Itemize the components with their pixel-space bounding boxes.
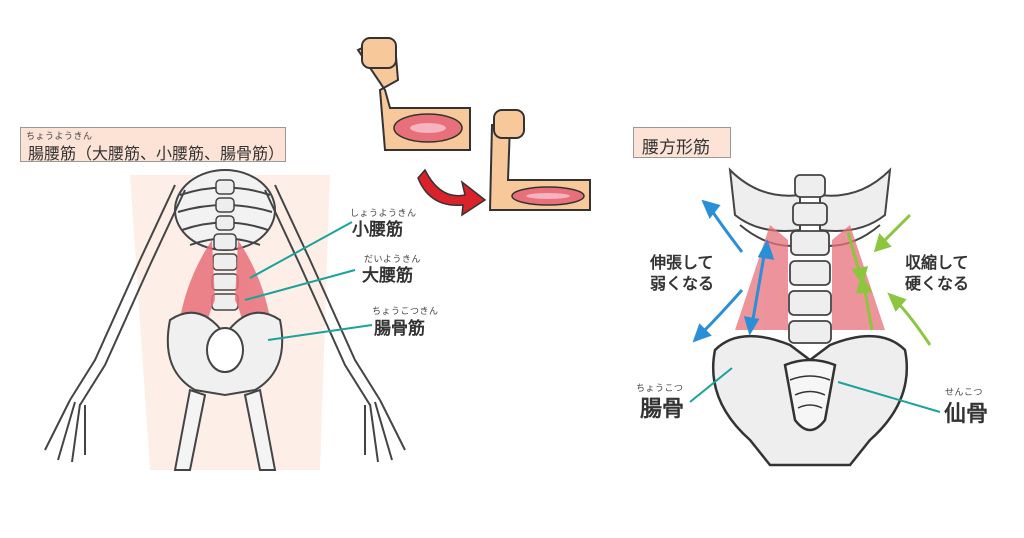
sacrum-ruby: せんこつ bbox=[945, 388, 984, 398]
quadratus-title-box: 腰方形筋 bbox=[633, 127, 731, 158]
psoas-minor-ruby: しょうようきん bbox=[350, 209, 417, 219]
sacrum-label: 仙骨 bbox=[944, 402, 989, 427]
psoas-major-ruby: だいようきん bbox=[364, 255, 421, 265]
ilium-label: 腸骨 bbox=[640, 397, 685, 422]
contract-arrows bbox=[846, 213, 932, 346]
stretch-text-line-2: 弱くなる bbox=[650, 274, 715, 293]
stretch-arrows bbox=[692, 199, 775, 343]
arm-flexed-illustration bbox=[356, 37, 471, 151]
psoas-major-label: 大腰筋 bbox=[362, 266, 413, 286]
quadratus-title: 腰方形筋 bbox=[642, 138, 710, 158]
iliacus-label: 腸骨筋 bbox=[374, 319, 425, 339]
psoas-minor-label: 小腰筋 bbox=[352, 220, 403, 240]
contract-text-line-2: 硬くなる bbox=[905, 274, 970, 293]
arm-extended-illustration bbox=[488, 109, 591, 211]
iliopsoas-title-box: ちょうようきん 腸腰筋（大腰筋、小腰筋、腸骨筋） bbox=[20, 127, 286, 163]
right-skeleton-illustration bbox=[689, 167, 941, 467]
ilium-ruby: ちょうこつ bbox=[636, 384, 684, 394]
iliopsoas-title: 腸腰筋（大腰筋、小腰筋、腸骨筋） bbox=[28, 144, 285, 163]
contract-text-line-1: 収縮して bbox=[905, 253, 969, 272]
iliopsoas-title-ruby: ちょうようきん bbox=[26, 132, 93, 142]
transition-arrow-icon bbox=[417, 168, 487, 217]
stretch-text-line-1: 伸張して bbox=[650, 253, 714, 272]
contract-text: 収縮して 硬くなる bbox=[905, 252, 969, 294]
left-skeleton-illustration bbox=[44, 169, 406, 471]
iliacus-ruby: ちょうこつきん bbox=[372, 307, 439, 317]
stretch-text: 伸張して 弱くなる bbox=[650, 252, 714, 294]
